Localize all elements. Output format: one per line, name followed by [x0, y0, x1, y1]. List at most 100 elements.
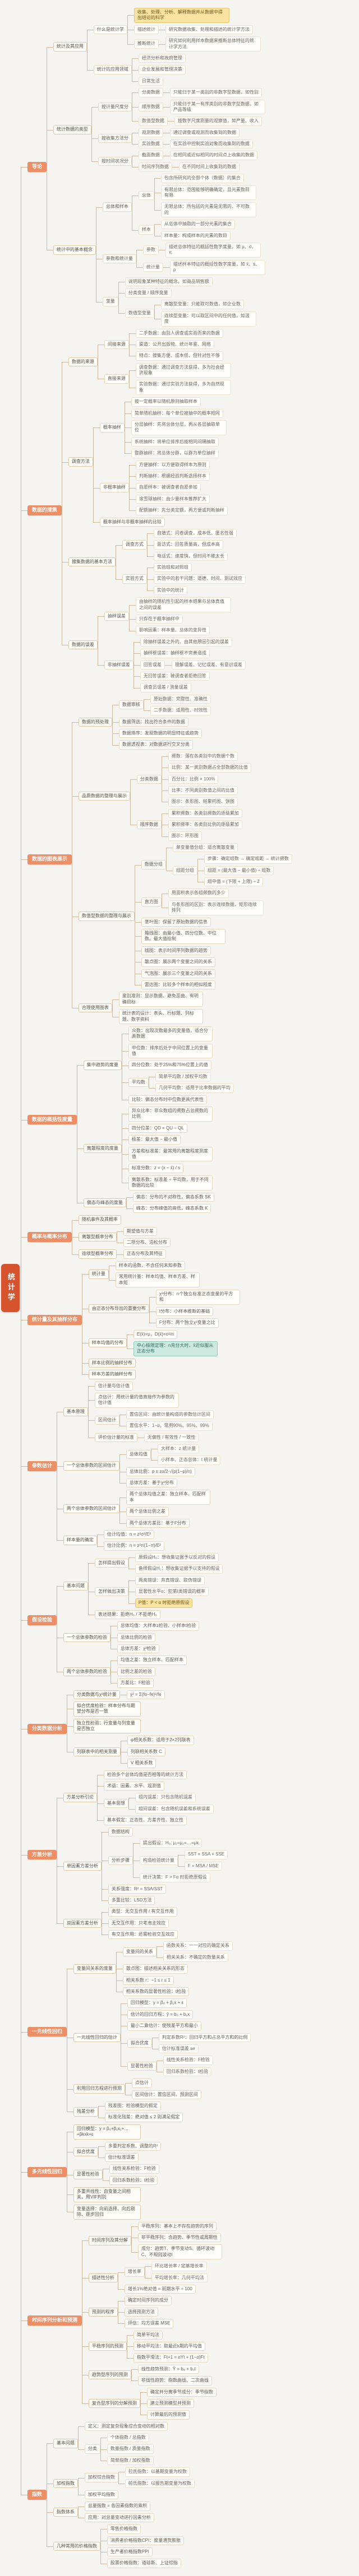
subtopic-node[interactable]: 离散型变量：只能取可数值，如企业数: [160, 300, 244, 309]
subtopic-node[interactable]: 数据的来源: [68, 357, 98, 367]
subtopic-node[interactable]: 样本量的确定: [63, 1536, 97, 1545]
subtopic-node[interactable]: 异众比率：非众数组的频数占总频数的比例: [128, 1106, 213, 1122]
subtopic-node[interactable]: 指数平滑法：Ft+1 = αYt + (1−α)Ft: [133, 2353, 208, 2363]
subtopic-node[interactable]: 平均增长率：几何平均法: [151, 2273, 208, 2282]
main-topic-node[interactable]: 假设检验: [27, 1615, 57, 1625]
subtopic-node[interactable]: χ² = Σ(fo−fe)²/fe: [126, 1690, 165, 1699]
subtopic-node[interactable]: 两类错误：弃真错误、取伪错误: [135, 1575, 205, 1585]
subtopic-node[interactable]: 从总体中抽取的一部分元素的集合: [160, 220, 235, 229]
subtopic-node[interactable]: 列联相关系数 C: [127, 1747, 165, 1757]
subtopic-node[interactable]: 总体均值：大样本z检验、小样本t检验: [117, 1621, 200, 1631]
subtopic-node[interactable]: 雷达图：比较多个样本的相似程度: [141, 980, 215, 990]
subtopic-node[interactable]: 备择假设H₁：想收集证据予以支持的假设: [135, 1564, 223, 1574]
subtopic-node[interactable]: 由正态分布导出的重要分布: [88, 1304, 149, 1314]
subtopic-node[interactable]: 按数字尺度测量的观察值，如产量、收入: [174, 117, 262, 126]
subtopic-node[interactable]: 除抽样误差之外的、由其他原因引起的误差: [140, 637, 232, 647]
subtopic-node[interactable]: 线性关系检验：F检验: [163, 2056, 213, 2065]
subtopic-node[interactable]: 用面积表示各组频数的多少: [168, 889, 229, 898]
subtopic-node[interactable]: 加权指数: [53, 2479, 78, 2489]
subtopic-node[interactable]: 间接来源: [104, 340, 129, 350]
subtopic-node[interactable]: 参数和统计量: [102, 254, 136, 263]
subtopic-node[interactable]: 建立预测模型并预测: [146, 2398, 194, 2408]
subtopic-node[interactable]: 变量间的关系: [122, 1947, 157, 1957]
subtopic-node[interactable]: 合理使用图表: [78, 1003, 112, 1013]
subtopic-node[interactable]: 平稳序列的预测: [88, 2341, 127, 2351]
subtopic-node[interactable]: 选择预测方法: [124, 2307, 158, 2317]
subtopic-node[interactable]: 时间序列及其分解: [88, 2236, 131, 2245]
subtopic-node[interactable]: 系统抽样：将单位排序后按相同间隔抽取: [131, 437, 219, 447]
subtopic-node[interactable]: 方差分析引论: [63, 1793, 97, 1802]
subtopic-node[interactable]: 回答误差: [140, 660, 165, 669]
subtopic-node[interactable]: 自愿样本：被调查者自愿参加: [135, 483, 201, 492]
subtopic-node[interactable]: 什么是统计学: [93, 25, 127, 35]
subtopic-node[interactable]: 置信区间：由统计量构造的参数估计区间: [126, 1410, 214, 1420]
subtopic-node[interactable]: 评价估计量的标准: [94, 1433, 137, 1442]
subtopic-node[interactable]: 方便抽样：以方便取得样本为原则: [135, 460, 210, 469]
subtopic-node[interactable]: 单变量值分组：适合离散变量: [172, 843, 238, 853]
subtopic-node[interactable]: 函数关系：一一对应的确定关系: [163, 1941, 233, 1951]
subtopic-node[interactable]: 研究如何利用样本数据来推断总体特征的统计学方法: [165, 36, 261, 52]
subtopic-node[interactable]: 分层抽样：先将总体分层，再从各层抽取单位: [131, 420, 227, 435]
subtopic-node[interactable]: 鉴别准则：显示数据、避免歪曲、有明确目标: [118, 992, 203, 1007]
subtopic-node[interactable]: 统计数据的类型: [53, 125, 91, 134]
subtopic-node[interactable]: 相关关系：不确定的数量关系: [163, 1952, 228, 1963]
subtopic-node[interactable]: 回归系数检验：t检验: [109, 2175, 158, 2186]
subtopic-node[interactable]: 方差和标准差：最常用的离散程度测度值: [128, 1146, 213, 1162]
subtopic-node[interactable]: 总体均值: [126, 1450, 151, 1459]
main-topic-node[interactable]: 方差分析: [27, 1849, 57, 1860]
subtopic-node[interactable]: 基本问题: [53, 2439, 78, 2448]
subtopic-node[interactable]: 平均数: [128, 1078, 149, 1087]
subtopic-node[interactable]: P值：P < α 时拒绝原假设: [135, 1598, 193, 1608]
subtopic-node[interactable]: 基本问题: [63, 1581, 88, 1591]
subtopic-node[interactable]: 回归系数检验：t检验: [163, 2067, 212, 2077]
subtopic-node[interactable]: 估计标准误差 se: [158, 2044, 199, 2054]
subtopic-node[interactable]: 偏态与峰态的度量: [83, 1198, 126, 1208]
subtopic-node[interactable]: 统计决策：F > Fα 时拒绝原假设: [139, 1873, 210, 1882]
subtopic-node[interactable]: 箱线图：由最小值、四分位数、中位数、最大值绘制: [141, 928, 225, 944]
subtopic-node[interactable]: 推断统计: [134, 39, 159, 49]
subtopic-node[interactable]: 无交互作用：只考虑主效应: [108, 1918, 169, 1928]
subtopic-node[interactable]: 数值型数据的整理与展示: [78, 912, 135, 921]
subtopic-node[interactable]: 搜集数据的基本方法: [68, 557, 116, 567]
subtopic-node[interactable]: 确定并分离季节成分：季节指数: [146, 2387, 217, 2397]
subtopic-node[interactable]: 样本量：构成样本的元素的数目: [160, 231, 231, 240]
subtopic-node[interactable]: 相关系数 r：−1 ≤ r ≤ 1: [122, 1975, 174, 1986]
subtopic-node[interactable]: 分类数据: [138, 88, 163, 97]
subtopic-node[interactable]: 提出假设：H₀: μ₁=μ₂=…=μk: [139, 1838, 202, 1848]
main-topic-node[interactable]: 概率与概率分布: [27, 1232, 72, 1242]
subtopic-node[interactable]: 图示：条形图、帕累托图、饼图: [168, 797, 238, 807]
subtopic-node[interactable]: 比较：偏态分布时中位数更具代表性: [128, 1095, 207, 1105]
subtopic-node[interactable]: 与条形图的区别：表示连续数据，矩形连续排列: [168, 900, 264, 915]
subtopic-node[interactable]: 样本均值的分布: [88, 1338, 127, 1348]
main-topic-node[interactable]: 数据的图表展示: [27, 854, 72, 864]
subtopic-node[interactable]: 连续型变量：可以取区间中的任何值，如温度: [160, 311, 256, 327]
subtopic-node[interactable]: 非概率抽样: [99, 483, 129, 492]
subtopic-node[interactable]: 比例：某一类别数据占全部数据的比值: [168, 763, 251, 773]
subtopic-node[interactable]: 估计均值：n = z²σ²/E²: [103, 1530, 154, 1540]
main-topic-node[interactable]: 参数估计: [27, 1461, 57, 1471]
subtopic-node[interactable]: F = MSA / MSE: [184, 1861, 222, 1871]
subtopic-node[interactable]: 拟合优度: [73, 2147, 98, 2157]
subtopic-node[interactable]: 随机事件及其概率: [78, 1215, 121, 1225]
subtopic-node[interactable]: 估计标准误差: [104, 2152, 139, 2163]
subtopic-node[interactable]: 几种常用的价格指数: [53, 2541, 100, 2551]
subtopic-node[interactable]: 茎叶图：保留了原始数据的信息: [141, 917, 211, 927]
subtopic-node[interactable]: 估计的回归方程：ŷ = b₀ + b₁x: [127, 2010, 194, 2020]
subtopic-node[interactable]: 顺序数据: [136, 820, 162, 830]
subtopic-node[interactable]: 拉氏指数：以基期变量为权数: [125, 2467, 190, 2477]
subtopic-node[interactable]: 表述结果：拒绝H₀ / 不拒绝H₀: [94, 1610, 160, 1620]
subtopic-node[interactable]: 残差分析: [73, 2107, 98, 2117]
subtopic-node[interactable]: 残差图：检验模型的假定: [104, 2101, 161, 2111]
subtopic-node[interactable]: 变量: [102, 297, 118, 306]
subtopic-node[interactable]: 只能归于某一有序类别的非数字型数据，如产品等级: [169, 99, 265, 115]
subtopic-node[interactable]: 数据结构: [108, 1827, 133, 1836]
subtopic-node[interactable]: 术语：因素、水平、观测值: [103, 1782, 164, 1791]
main-topic-node[interactable]: 数据的概括性度量: [27, 1114, 77, 1125]
subtopic-node[interactable]: 两个总体均值之差：独立样本、匹配样本: [126, 1490, 210, 1505]
subtopic-node[interactable]: 消费者价格指数CPI：度量通货膨胀: [107, 2536, 185, 2545]
subtopic-node[interactable]: 构造检验统计量: [139, 1856, 178, 1865]
subtopic-node[interactable]: 区间估计: [94, 1415, 119, 1425]
subtopic-node[interactable]: 点估计：用统计量的值直接作为参数的估计值: [94, 1392, 179, 1408]
subtopic-node[interactable]: 实验方式: [122, 574, 147, 584]
subtopic-node[interactable]: 线性趋势预测：Ŷ = b₀ + b₁t: [137, 2364, 199, 2374]
